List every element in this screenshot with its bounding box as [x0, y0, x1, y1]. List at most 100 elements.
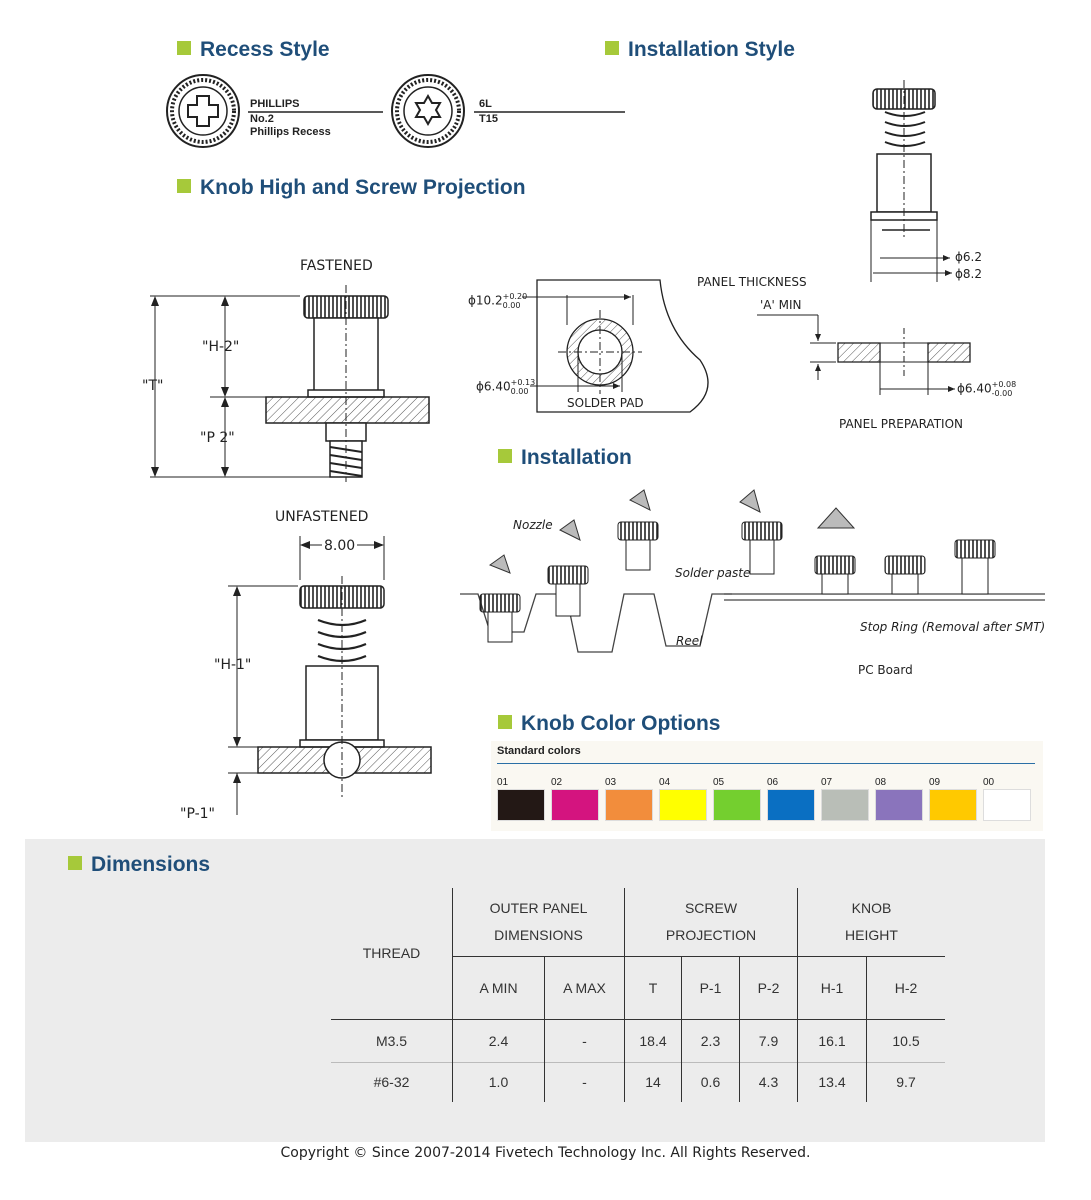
value-cell: 0.6	[681, 1062, 740, 1102]
thread-header: THREAD	[331, 888, 453, 1019]
section-title-knob-high: Knob High and Screw Projection	[177, 176, 526, 200]
color-swatch	[713, 789, 761, 821]
section-title-recess: Recess Style	[177, 38, 330, 62]
color-swatch	[983, 789, 1031, 821]
value-cell: 2.4	[452, 1019, 545, 1062]
color-swatch	[659, 789, 707, 821]
value-cell: -	[544, 1062, 625, 1102]
phillips-recess-icon	[166, 74, 240, 148]
panel-preparation-drawing	[757, 314, 971, 395]
thread-cell: #6-32	[331, 1062, 453, 1102]
column-header: T	[624, 956, 682, 1019]
section-title-installation: Installation	[498, 446, 632, 470]
solder-paste-label: Solder paste	[675, 566, 751, 580]
color-swatch	[767, 789, 815, 821]
technical-drawings	[150, 74, 1045, 815]
bullet-icon	[177, 179, 191, 193]
section-title-dimensions: Dimensions	[68, 853, 210, 877]
color-code-label: 03	[605, 777, 617, 788]
fastened-title: FASTENED	[300, 258, 373, 274]
panel-thickness-label: PANEL THICKNESS	[697, 275, 807, 289]
copyright-notice: Copyright © Since 2007-2014 Fivetech Tec…	[280, 1145, 811, 1161]
table-row: M3.5 2.4 - 18.4 2.3 7.9 16.1 10.5	[331, 1019, 945, 1062]
installation-process-drawing	[460, 489, 1045, 653]
color-swatch	[875, 789, 923, 821]
unfastened-title: UNFASTENED	[275, 509, 369, 525]
installation-style-drawing	[870, 80, 952, 282]
value-cell: 14	[624, 1062, 682, 1102]
bullet-icon	[68, 856, 82, 870]
bullet-icon	[498, 715, 512, 729]
bullet-icon	[177, 41, 191, 55]
color-swatch	[497, 789, 545, 821]
color-swatch	[821, 789, 869, 821]
divider	[497, 763, 1035, 764]
color-code-label: 07	[821, 777, 833, 788]
t-label: "T"	[142, 378, 164, 394]
nozzle-label: Nozzle	[513, 518, 553, 532]
stop-ring-label: Stop Ring (Removal after SMT)	[860, 620, 1046, 634]
p1-label: "P-1"	[180, 806, 215, 822]
value-cell: 16.1	[797, 1019, 867, 1062]
color-code-label: 08	[875, 777, 887, 788]
knob-color-panel: Standard colors 01 02 03 04 05 06 07 08 09 00	[491, 741, 1043, 831]
p2-label: "P 2"	[200, 430, 235, 446]
value-cell: 1.0	[452, 1062, 545, 1102]
knob-width-label: 8.00	[322, 538, 358, 554]
a-min-label: 'A' MIN	[760, 298, 802, 312]
section-title-installation-style: Installation Style	[605, 38, 795, 62]
fastened-drawing	[150, 285, 430, 482]
torx-description: T15	[479, 113, 498, 125]
solder-pad-drawing	[522, 279, 709, 413]
column-header: P-2	[739, 956, 798, 1019]
phillips-number: No.2	[250, 113, 274, 125]
phillips-description: Phillips Recess	[250, 126, 331, 138]
value-cell: 10.5	[892, 1032, 920, 1049]
table-row: #6-32 1.0 - 14 0.6 4.3 13.4 9.7	[331, 1062, 945, 1102]
color-code-label: 00	[983, 777, 995, 788]
h1-label: "H-1"	[214, 657, 252, 673]
value-cell: 7.9	[739, 1019, 798, 1062]
color-code-label: 05	[713, 777, 725, 788]
panel-hole-diameter: ϕ6.40+0.08-0.00	[957, 380, 1017, 398]
bullet-icon	[498, 449, 512, 463]
torx-title: 6L	[479, 98, 492, 110]
standard-colors-header: Standard colors	[497, 745, 581, 757]
column-header: P-1	[681, 956, 740, 1019]
value-cell: 18.4	[624, 1019, 682, 1062]
reel-label: Reel	[676, 634, 703, 648]
color-code-label: 04	[659, 777, 671, 788]
color-code-label: 06	[767, 777, 779, 788]
torx-recess-icon	[391, 74, 465, 148]
value-cell: 9.7	[896, 1074, 916, 1091]
diameter-outer-label: ϕ8.2	[955, 267, 982, 281]
h2-label: "H-2"	[202, 339, 240, 355]
panel-preparation-label: PANEL PREPARATION	[839, 417, 963, 431]
color-swatch	[929, 789, 977, 821]
color-code-label: 09	[929, 777, 941, 788]
color-code-label: 01	[497, 777, 509, 788]
column-header: H-2	[894, 979, 918, 996]
phillips-title: PHILLIPS	[250, 98, 300, 110]
thread-cell: M3.5	[331, 1019, 453, 1062]
section-title-knob-colors: Knob Color Options	[498, 712, 720, 736]
solder-pad-label: SOLDER PAD	[567, 396, 644, 410]
diameter-inner-label: ϕ6.2	[955, 250, 982, 264]
value-cell: -	[544, 1019, 625, 1062]
pc-board-label: PC Board	[858, 663, 913, 677]
value-cell: 2.3	[681, 1019, 740, 1062]
value-cell: 13.4	[797, 1062, 867, 1102]
column-header: A MAX	[544, 956, 625, 1019]
color-code-label: 02	[551, 777, 563, 788]
unfastened-drawing	[228, 536, 432, 815]
color-swatch	[605, 789, 653, 821]
color-swatch	[551, 789, 599, 821]
bullet-icon	[605, 41, 619, 55]
value-cell: 4.3	[739, 1062, 798, 1102]
